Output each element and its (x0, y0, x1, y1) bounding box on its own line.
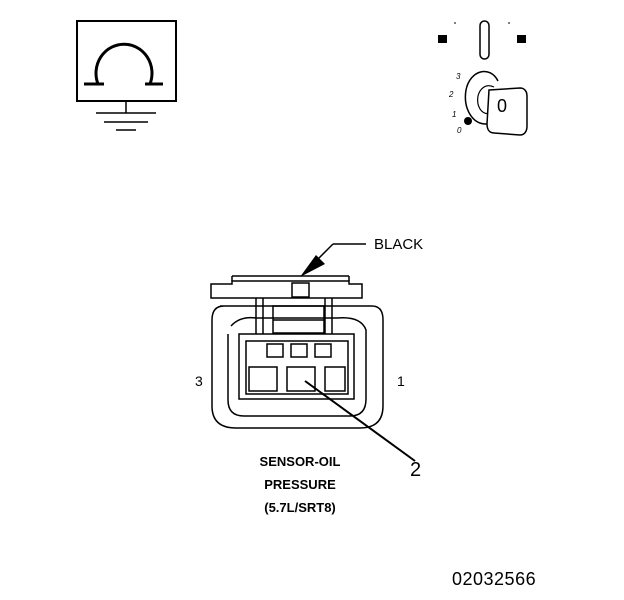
caption-line-2: PRESSURE (264, 477, 336, 492)
pin-1-label: 1 (397, 373, 405, 389)
caption-line-3: (5.7L/SRT8) (264, 500, 336, 515)
caption-line-1: SENSOR-OIL (259, 454, 341, 469)
ignition-position-3: 3 (456, 72, 461, 81)
ignition-position-0: 0 (457, 126, 462, 135)
figure-id: 02032566 (452, 569, 537, 589)
pin-callout-leader (304, 380, 416, 462)
ignition-key-label: 0 (497, 96, 508, 116)
wire-color-leader (300, 243, 366, 277)
wire-color-label: BLACK (374, 236, 424, 253)
ignition-position-2: 2 (449, 90, 454, 99)
ohm-ground-icon (76, 20, 177, 131)
ignition-switch-off-icon (438, 20, 528, 136)
pin-3-label: 3 (195, 373, 203, 389)
component-caption: SENSOR-OIL PRESSURE (5.7L/SRT8) (210, 450, 390, 519)
ignition-position-1: 1 (452, 110, 457, 119)
connector-body (210, 275, 384, 429)
pin-2-callout-label: 2 (410, 459, 422, 481)
